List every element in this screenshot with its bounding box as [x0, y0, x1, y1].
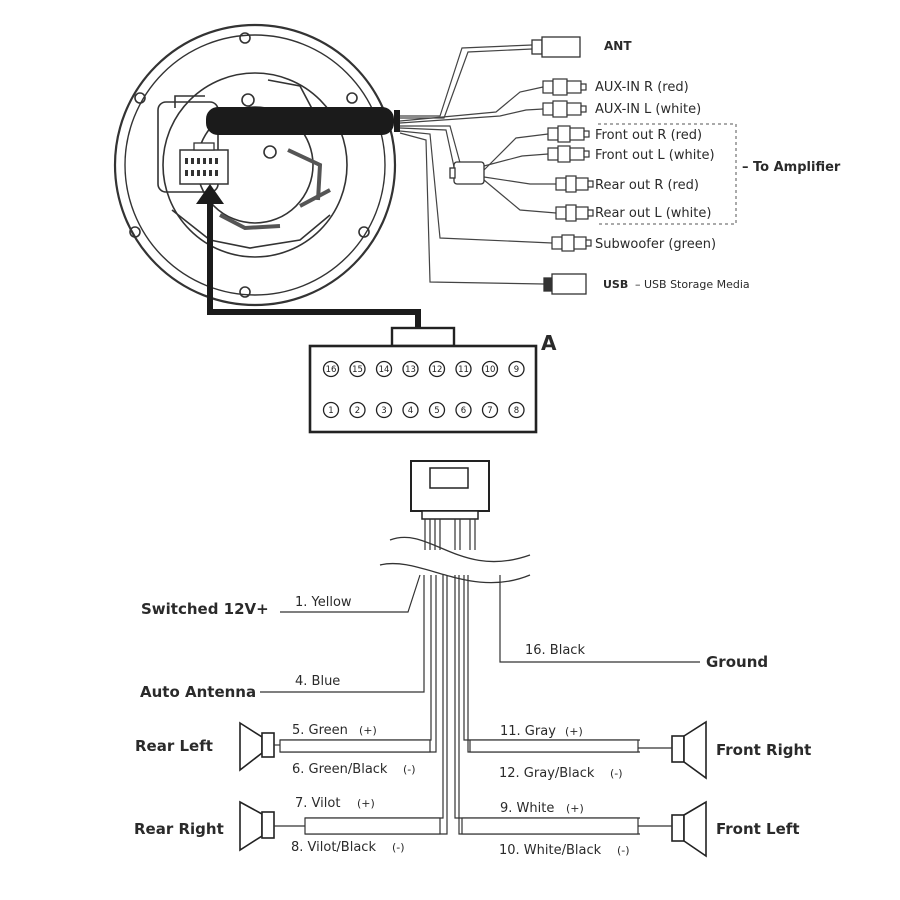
connector-pin [508, 401, 525, 419]
connector-pin [481, 360, 499, 378]
wire-7-pos-sign: (+) [357, 797, 375, 810]
connector-pin [375, 401, 393, 419]
head-unit [113, 23, 397, 307]
connector-pin [508, 360, 525, 378]
connector-pin-label: 7 [487, 406, 492, 416]
iso-socket [179, 142, 229, 185]
front-out-l-label: Front out L (white) [595, 148, 715, 163]
wire-1-yellow-label: 1. Yellow [295, 595, 352, 610]
front-out-r-label: Front out R (red) [595, 128, 702, 143]
amp-splitter [449, 161, 485, 185]
connector-pin [428, 360, 446, 378]
front-right-label: Front Right [716, 741, 811, 759]
connector-pin-label: 5 [434, 406, 439, 416]
to-amplifier-label: – To Amplifier [742, 160, 841, 175]
aux-in-l-label: AUX-IN L (white) [595, 102, 701, 117]
connector-pin [481, 401, 499, 419]
connector-pin [349, 360, 366, 378]
wire-9-pos-sign: (+) [566, 802, 584, 815]
subwoofer-label: Subwoofer (green) [595, 237, 716, 252]
cable-bundle [206, 107, 394, 135]
connector-pin [402, 401, 419, 419]
connector-pin [455, 401, 472, 419]
wire-8-vilot-black-label: 8. Vilot/Black [291, 840, 376, 855]
wire-5-green-label: 5. Green [292, 723, 348, 738]
rca-plugs [542, 78, 594, 252]
rear-out-l-label: Rear out L (white) [595, 206, 711, 221]
auto-antenna-label: Auto Antenna [140, 683, 256, 701]
wire-12-gray-black-label: 12. Gray/Black [499, 766, 595, 781]
rear-out-r-label: Rear out R (red) [595, 178, 699, 193]
connector-pin-label: 3 [381, 406, 386, 416]
wire-10-white-black-label: 10. White/Black [499, 843, 602, 858]
wire-6-neg-sign: (-) [403, 763, 416, 776]
output-leads [399, 44, 557, 285]
wire-16-black-label: 16. Black [525, 643, 585, 658]
wire-6-green-black-label: 6. Green/Black [292, 762, 388, 777]
pins-top: 16 15 14 13 12 11 10 9 [322, 360, 525, 378]
rear-left-label: Rear Left [135, 737, 213, 755]
wire-12-neg-sign: (-) [610, 767, 623, 780]
speaker-front-right-icon [671, 720, 707, 780]
connector-pin-label: 1 [328, 406, 333, 416]
usb-plug [543, 273, 587, 295]
arrow-head [196, 184, 224, 204]
wire-9-white-label: 9. White [500, 801, 554, 816]
wire-4-blue-label: 4. Blue [295, 674, 340, 689]
ant-plug [531, 36, 581, 58]
connector-pin-label: 11 [458, 365, 469, 375]
wire-8-neg-sign: (-) [392, 841, 405, 854]
connector-pin [402, 360, 419, 378]
connector-a-label: A [541, 331, 557, 355]
connector-pin [322, 401, 340, 419]
connector-pin [349, 401, 366, 419]
wire-5-pos-sign: (+) [359, 724, 377, 737]
wire-sleeves [279, 739, 639, 835]
connector-pin-label: 9 [514, 365, 519, 375]
connector-pin-label: 4 [408, 406, 413, 416]
connector-pin [375, 360, 393, 378]
switched-12v-label: Switched 12V+ [141, 600, 269, 618]
connector-pin-label: 12 [432, 365, 443, 375]
front-left-label: Front Left [716, 820, 800, 838]
speaker-rear-left-icon [239, 721, 275, 772]
connector-pin-label: 2 [355, 406, 360, 416]
connector-pin [322, 360, 340, 378]
connection-arrow [207, 196, 421, 330]
wire-11-gray-label: 11. Gray [500, 724, 556, 739]
wire-11-pos-sign: (+) [565, 725, 583, 738]
connector-pin [428, 401, 446, 419]
connector-pin [455, 360, 472, 378]
connector-pin-label: 14 [379, 365, 390, 375]
connector-pin-label: 16 [326, 365, 337, 375]
speaker-front-left-icon [671, 800, 707, 858]
harness-plug [410, 460, 490, 520]
connector-pin-label: 10 [485, 365, 496, 375]
connector-pin-label: 6 [461, 406, 466, 416]
connector-pin-label: 8 [514, 406, 519, 416]
connector-pin-label: 15 [352, 365, 363, 375]
harness-wires-top [424, 519, 476, 550]
usb-sub-label: – USB Storage Media [635, 278, 750, 291]
amplifier-bracket [598, 123, 737, 225]
wire-7-vilot-label: 7. Vilot [295, 796, 340, 811]
rear-right-label: Rear Right [134, 820, 224, 838]
connector-a [308, 326, 538, 434]
connector-pin-label: 13 [405, 365, 416, 375]
pins-bottom: 1 2 3 4 5 6 7 8 [322, 401, 525, 419]
wire-10-neg-sign: (-) [617, 844, 630, 857]
ant-label: ANT [604, 39, 632, 53]
speaker-rear-right-icon [239, 800, 275, 852]
usb-label: USB [603, 278, 628, 291]
ground-label: Ground [706, 653, 768, 671]
aux-in-r-label: AUX-IN R (red) [595, 80, 689, 95]
